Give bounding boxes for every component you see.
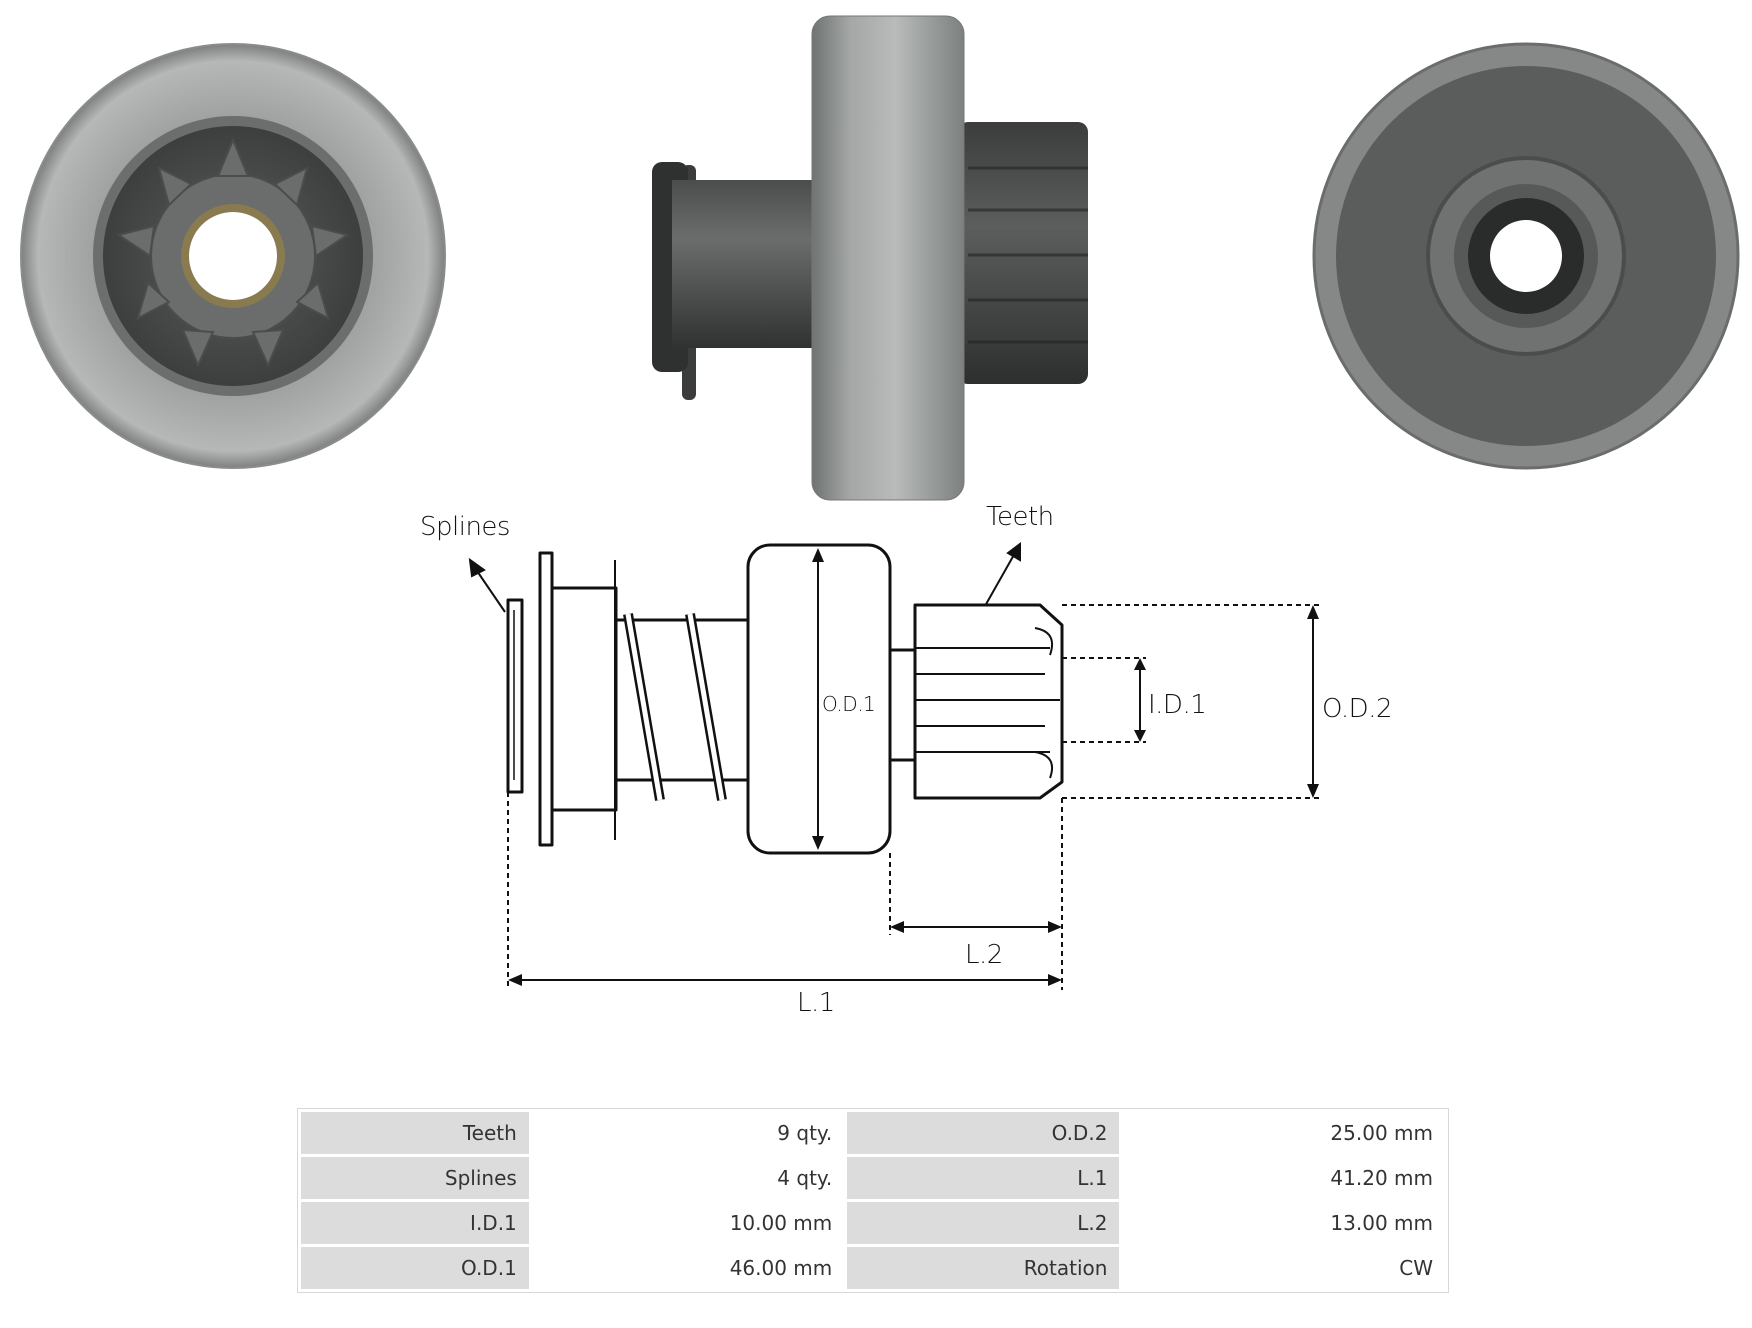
spec-value: 41.20 mm [1122,1157,1445,1199]
table-row: I.D.1 10.00 mm L.2 13.00 mm [301,1202,1445,1244]
spec-label: Rotation [847,1247,1120,1289]
spec-table: Teeth 9 qty. O.D.2 25.00 mm Splines 4 qt… [297,1108,1449,1293]
pinion-gear [913,603,1064,800]
spec-value: 4 qty. [531,1157,845,1199]
spec-label: O.D.2 [847,1112,1120,1154]
spec-label: Teeth [301,1112,529,1154]
od1-label: O.D.1 [822,692,876,716]
spec-value: 10.00 mm [531,1202,845,1244]
spec-label: L.2 [847,1202,1120,1244]
l2-label: L.2 [965,940,1003,970]
photo-front-view [20,43,446,469]
l1-label: L.1 [797,988,835,1018]
photo-rear-view [1312,42,1740,470]
table-row: O.D.1 46.00 mm Rotation CW [301,1247,1445,1289]
spec-label: Splines [301,1157,529,1199]
photo-side-view [652,15,1088,501]
spec-value: 46.00 mm [531,1247,845,1289]
flange [538,551,554,847]
id1-label: I.D.1 [1148,690,1207,720]
spec-value: 25.00 mm [1122,1112,1445,1154]
spec-value: 13.00 mm [1122,1202,1445,1244]
spec-value: CW [1122,1247,1445,1289]
spec-label: L.1 [847,1157,1120,1199]
splines-callout: Splines [420,512,510,542]
table-row: Splines 4 qty. L.1 41.20 mm [301,1157,1445,1199]
spec-label: O.D.1 [301,1247,529,1289]
spec-value: 9 qty. [531,1112,845,1154]
spec-label: I.D.1 [301,1202,529,1244]
od2-label: O.D.2 [1322,694,1393,724]
spline-end [506,598,524,794]
teeth-callout: Teeth [986,502,1054,532]
table-row: Teeth 9 qty. O.D.2 25.00 mm [301,1112,1445,1154]
